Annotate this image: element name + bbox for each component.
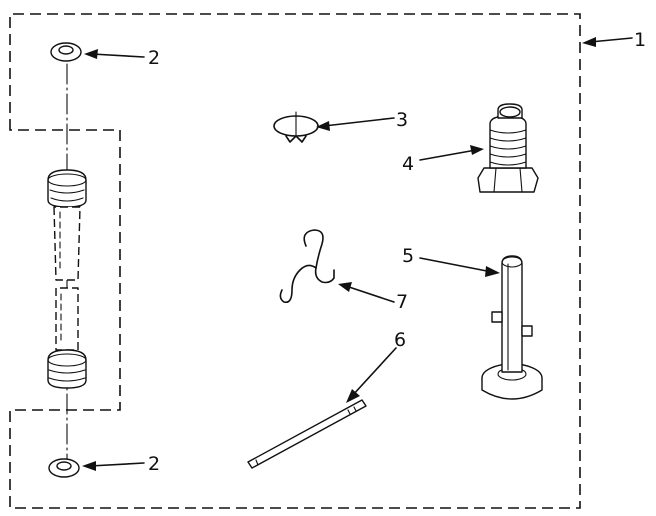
kit-boundary bbox=[9, 13, 581, 509]
callout-4: 4 bbox=[402, 145, 484, 175]
callout-label-2-bottom: 2 bbox=[148, 453, 160, 475]
callout-7: 7 bbox=[338, 282, 408, 313]
callout-6: 6 bbox=[346, 329, 406, 403]
callout-2-top: 2 bbox=[84, 47, 160, 69]
callout-label-7: 7 bbox=[396, 291, 408, 313]
threaded-fitting bbox=[477, 103, 539, 193]
callout-label-6: 6 bbox=[394, 329, 406, 351]
callout-1: 1 bbox=[582, 29, 646, 51]
callout-5: 5 bbox=[402, 245, 500, 277]
callout-label-4: 4 bbox=[402, 153, 414, 175]
stand-pin bbox=[481, 255, 543, 400]
callout-label-1: 1 bbox=[634, 29, 646, 51]
strap bbox=[247, 399, 367, 469]
callout-2-bottom: 2 bbox=[82, 453, 160, 475]
callout-label-5: 5 bbox=[402, 245, 414, 267]
callout-label-2-top: 2 bbox=[148, 47, 160, 69]
hose-clamp bbox=[273, 111, 319, 143]
fill-hose bbox=[47, 169, 87, 389]
washer-bottom bbox=[48, 458, 80, 478]
callout-label-3: 3 bbox=[396, 109, 408, 131]
callout-3: 3 bbox=[316, 109, 408, 131]
washer-top bbox=[50, 42, 82, 62]
s-hook bbox=[279, 229, 335, 304]
